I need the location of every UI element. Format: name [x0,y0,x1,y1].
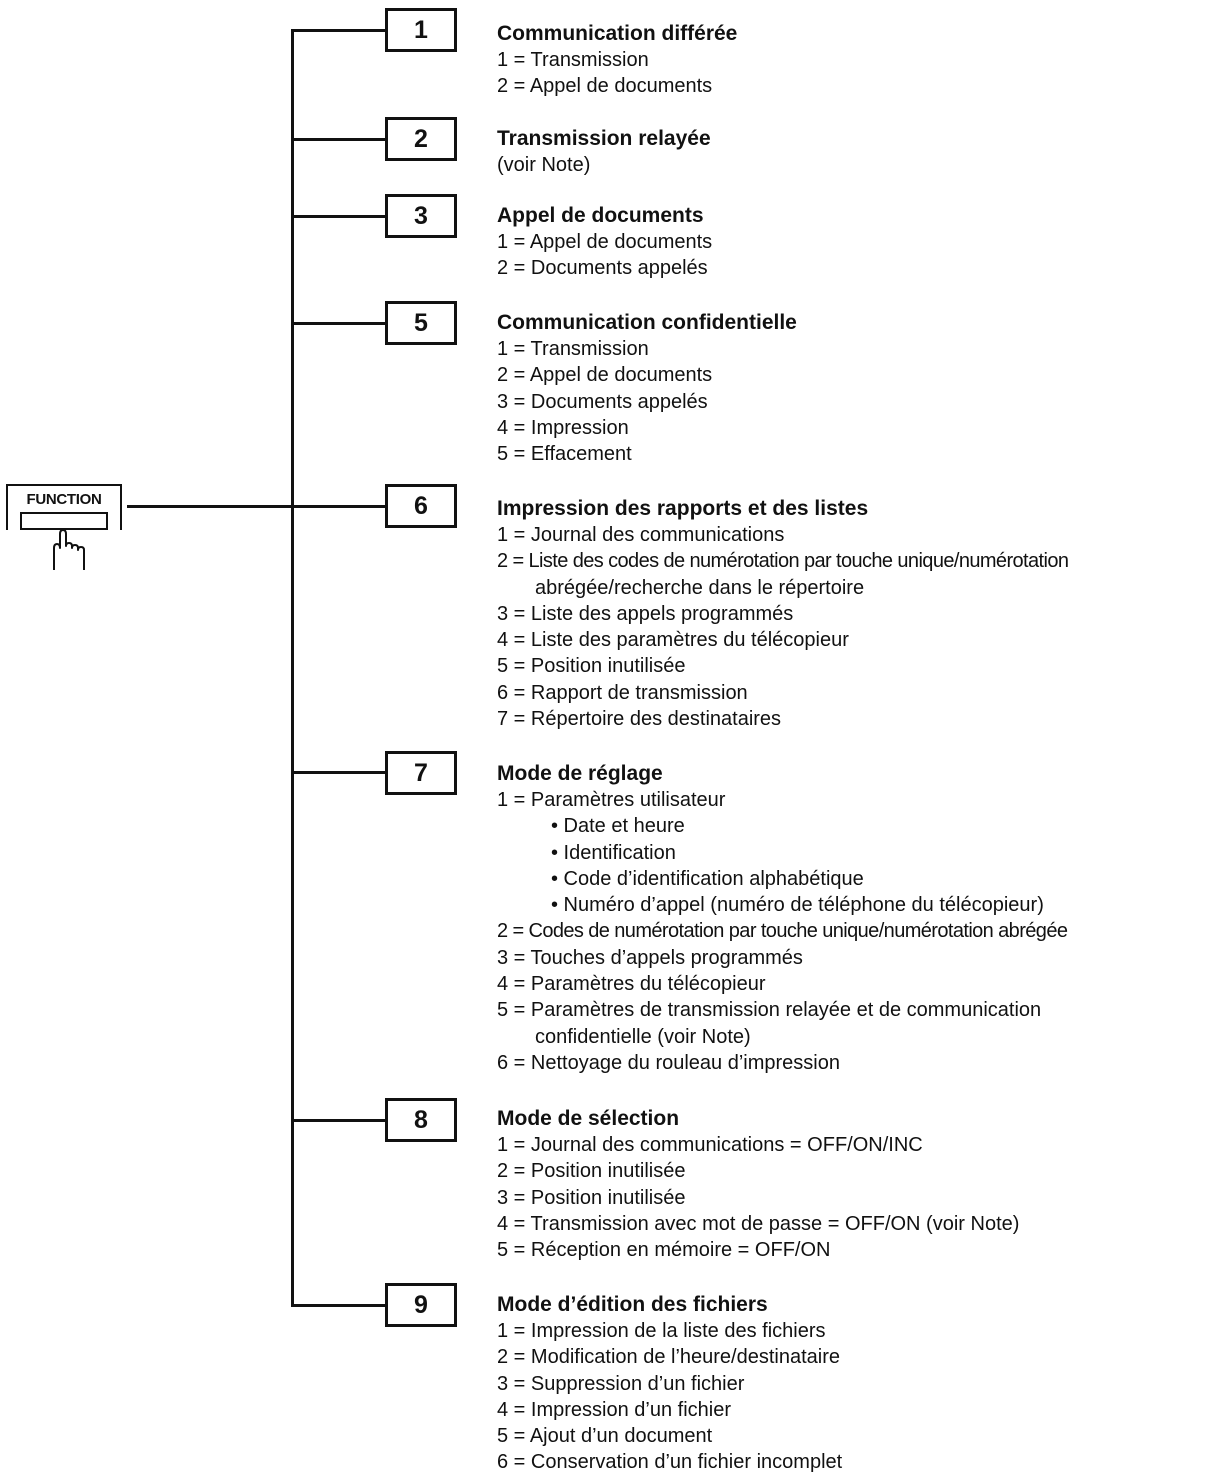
branch-line-5 [291,322,387,325]
menu-item: 4 = Liste des paramètres du télécopieur [497,629,849,652]
section-9: Mode d’édition des fichiers 1 = Impressi… [497,1292,1207,1476]
function-connector-line [127,505,387,508]
branch-line-6 [291,505,387,508]
menu-item: 1 = Appel de documents [497,231,713,253]
menu-item: 4 = Impression [497,416,629,439]
menu-item: 4 = Paramètres du télécopieur [497,973,766,996]
section-title: Mode de réglage [497,762,663,785]
menu-item: 2 = Appel de documents [497,364,713,387]
menu-item: 2 = Codes de numérotation par touche uni… [497,920,1068,943]
section-title: Impression des rapports et des listes [497,497,869,520]
key-number: 5 [414,308,428,337]
branch-line-3 [291,215,387,218]
menu-item: 2 = Liste des codes de numérotation par … [497,550,1069,573]
function-key-button [20,512,108,530]
menu-item-continuation: abrégée/recherche dans le répertoire [535,576,865,599]
menu-item: 2 = Documents appelés [497,257,708,280]
menu-item: 1 = Journal des communications = OFF/ON/… [497,1134,923,1156]
menu-item: 3 = Liste des appels programmés [497,602,794,625]
menu-item: 2 = Position inutilisée [497,1160,686,1183]
branch-line-1 [291,29,387,32]
section-title: Mode de sélection [497,1107,680,1130]
menu-item: 3 = Documents appelés [497,390,708,413]
menu-item: 6 = Conservation d’un fichier incomplet [497,1451,843,1474]
menu-item: 4 = Impression d’un fichier [497,1398,732,1421]
section-title: Appel de documents [497,204,704,227]
menu-item: 5 = Position inutilisée [497,655,686,678]
section-title: Transmission relayée [497,127,711,150]
section-title: Communication confidentielle [497,311,797,334]
pressing-hand-icon [53,529,85,570]
menu-item: 5 = Paramètres de transmission relayée e… [497,999,1042,1022]
key-box-9: 9 [385,1283,457,1327]
menu-item: 1 = Journal des communications [497,524,785,546]
section-6: Impression des rapports et des listes 1 … [497,496,1207,732]
menu-item: 2 = Modification de l’heure/destinataire [497,1346,840,1369]
key-number: 2 [414,124,428,153]
branch-line-2 [291,138,387,141]
branch-line-9 [291,1304,387,1307]
menu-item: 4 = Transmission avec mot de passe = OFF… [497,1212,1020,1235]
sub-item: • Code d’identification alphabétique [551,867,864,890]
key-number: 6 [414,491,428,520]
section-1: Communication différée 1 = Transmission … [497,21,1207,100]
menu-item: 3 = Suppression d’un fichier [497,1372,745,1395]
menu-item: 1 = Transmission [497,49,649,71]
menu-item: 5 = Ajout d’un document [497,1425,713,1448]
key-box-5: 5 [385,301,457,345]
key-box-3: 3 [385,194,457,238]
key-box-6: 6 [385,484,457,528]
menu-item-continuation: confidentielle (voir Note) [535,1025,751,1048]
key-number: 9 [414,1290,428,1319]
function-key-bracket [6,484,122,530]
key-box-2: 2 [385,117,457,161]
menu-item: 7 = Répertoire des destinataires [497,708,782,731]
function-key: FUNCTION [6,484,122,534]
sub-item: • Date et heure [551,815,685,838]
menu-item: 1 = Paramètres utilisateur [497,789,726,811]
key-number: 1 [414,15,428,44]
menu-item: 5 = Effacement [497,443,632,466]
menu-item: 6 = Rapport de transmission [497,681,748,704]
branch-line-8 [291,1119,387,1122]
menu-item: 1 = Impression de la liste des fichiers [497,1320,826,1342]
menu-item: 2 = Appel de documents [497,75,713,98]
section-title: Mode d’édition des fichiers [497,1293,768,1316]
key-box-7: 7 [385,751,457,795]
menu-item: 3 = Touches d’appels programmés [497,946,803,969]
section-title: Communication différée [497,22,738,45]
menu-item: 5 = Réception en mémoire = OFF/ON [497,1239,831,1262]
key-box-1: 1 [385,8,457,52]
branch-line-7 [291,771,387,774]
menu-item: 3 = Position inutilisée [497,1186,686,1209]
section-3: Appel de documents 1 = Appel de document… [497,203,1207,282]
menu-item: 6 = Nettoyage du rouleau d’impression [497,1051,840,1074]
key-number: 8 [414,1105,428,1134]
sub-item: • Numéro d’appel (numéro de téléphone du… [551,894,1044,917]
key-number: 7 [414,758,428,787]
sub-item: • Identification [551,841,676,864]
menu-item: 1 = Transmission [497,338,649,360]
function-key-label: FUNCTION [26,491,102,508]
section-7: Mode de réglage 1 = Paramètres utilisate… [497,761,1207,1076]
trunk-line [291,29,294,1307]
menu-item: (voir Note) [497,154,591,176]
section-2: Transmission relayée (voir Note) [497,126,1207,178]
key-box-8: 8 [385,1098,457,1142]
section-5: Communication confidentielle 1 = Transmi… [497,310,1207,467]
section-8: Mode de sélection 1 = Journal des commun… [497,1106,1207,1263]
key-number: 3 [414,201,428,230]
